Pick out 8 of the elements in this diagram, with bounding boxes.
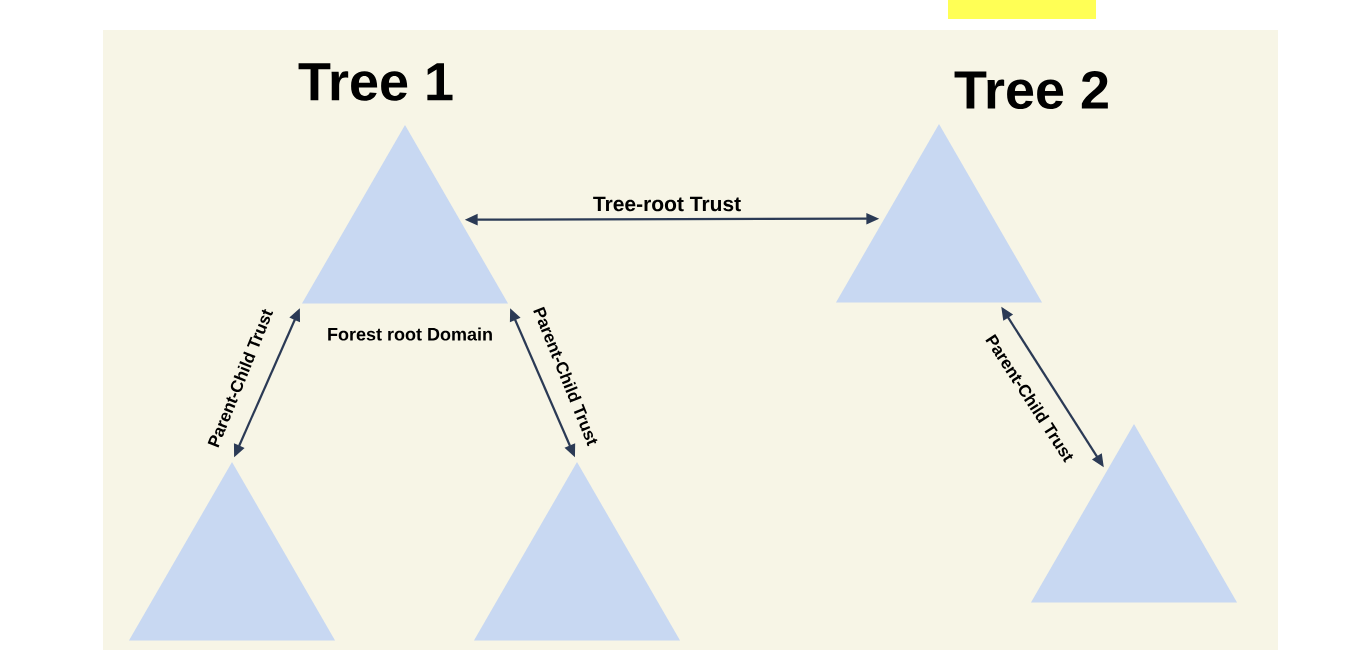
triangle (1030, 424, 1238, 603)
triangle (473, 462, 681, 641)
triangle (128, 462, 336, 641)
edge-label: Tree-root Trust (593, 196, 741, 212)
triangle (301, 125, 509, 304)
triangle (835, 124, 1043, 303)
domain-caption: Forest root Domain (328, 327, 492, 341)
tree-heading: Tree 2 (954, 70, 1108, 110)
